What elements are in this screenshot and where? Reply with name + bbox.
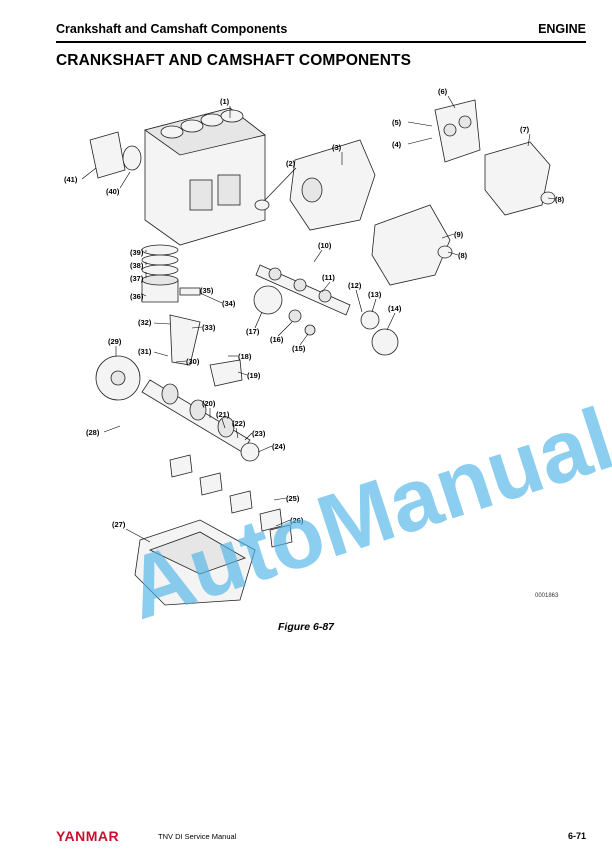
callout-13: (13) [368,290,382,299]
gear-housing [289,139,376,231]
section-title: Crankshaft and Camshaft Components [56,22,288,36]
callout-23: (23) [252,429,266,438]
camshaft [255,264,380,330]
callout-11: (11) [322,273,335,282]
callout-1: (1) [220,97,230,106]
piston-pin [179,287,201,296]
callout-27: (27) [112,520,126,529]
callout-10: (10) [318,241,332,250]
header-rule [56,41,586,43]
callout-2: (2) [286,159,296,168]
seal [254,199,270,211]
callout-8-upper: (8) [555,195,565,204]
callout-26: (26) [290,516,304,525]
callout-30: (30) [186,357,200,366]
crankshaft [141,379,260,462]
callout-32: (32) [138,318,152,327]
figure-code: 0001863 [535,593,559,599]
rear-oil-seal [122,145,142,171]
main-bearing-caps [169,454,293,548]
figure-caption: Figure 6-87 [277,621,335,633]
page-footer: YANMAR TNV DI Service Manual 6-71 [56,828,586,848]
callout-20: (20) [202,399,216,408]
crankshaft-gear [371,328,399,356]
callout-17: (17) [246,327,260,336]
callout-labels: (1) (2) (3) (4) (5) (6) (7) (8) (9) (8) … [64,87,565,543]
callout-29: (29) [108,337,122,346]
exploded-view-figure: (1) (2) (3) (4) (5) (6) (7) (8) (9) (8) … [50,80,570,610]
callout-9: (9) [454,230,464,239]
callout-3: (3) [332,143,342,152]
callout-39: (39) [130,248,144,257]
callout-18: (18) [238,352,252,361]
front-cover [371,204,451,286]
callout-14: (14) [388,304,402,313]
callout-4: (4) [392,140,402,149]
callout-24: (24) [272,442,286,451]
callout-15: (15) [292,344,306,353]
piston-assembly [141,244,201,366]
idler-gear [253,285,283,315]
gear-case-cover [484,141,551,216]
cam-gear-small [360,310,380,330]
cylinder-block [144,107,266,246]
page-number: 6-71 [567,831,586,841]
callout-16: (16) [270,335,284,344]
page-title: CRANKSHAFT AND CAMSHAFT COMPONENTS [56,52,412,69]
callout-19: (19) [247,371,261,380]
callout-5: (5) [392,118,402,127]
page-header: Crankshaft and Camshaft Components ENGIN… [56,22,586,42]
oil-pump-strainer [209,359,243,387]
callout-22: (22) [232,419,246,428]
callout-8-lower: (8) [458,251,468,260]
callout-7: (7) [520,125,530,134]
callout-38: (38) [130,261,144,270]
callout-25: (25) [286,494,300,503]
callout-35: (35) [200,286,214,295]
callout-31: (31) [138,347,152,356]
rear-oil-seal-housing [89,131,126,179]
callout-40: (40) [106,187,120,196]
callout-34: (34) [222,299,236,308]
callout-36: (36) [130,292,144,301]
callout-6: (6) [438,87,448,96]
yanmar-logo: YANMAR [56,828,120,844]
callout-37: (37) [130,274,144,283]
callout-41: (41) [64,175,78,184]
callout-33: (33) [202,323,216,332]
callout-12: (12) [348,281,362,290]
callout-28: (28) [86,428,100,437]
manual-name: TNV DI Service Manual [158,832,237,841]
chapter-title: ENGINE [538,22,586,36]
gear-case-plate [434,99,481,163]
exploded-view-drawing: (1) (2) (3) (4) (5) (6) (7) (8) (9) (8) … [64,87,565,606]
callout-21: (21) [216,410,230,419]
connecting-rod [169,314,201,366]
